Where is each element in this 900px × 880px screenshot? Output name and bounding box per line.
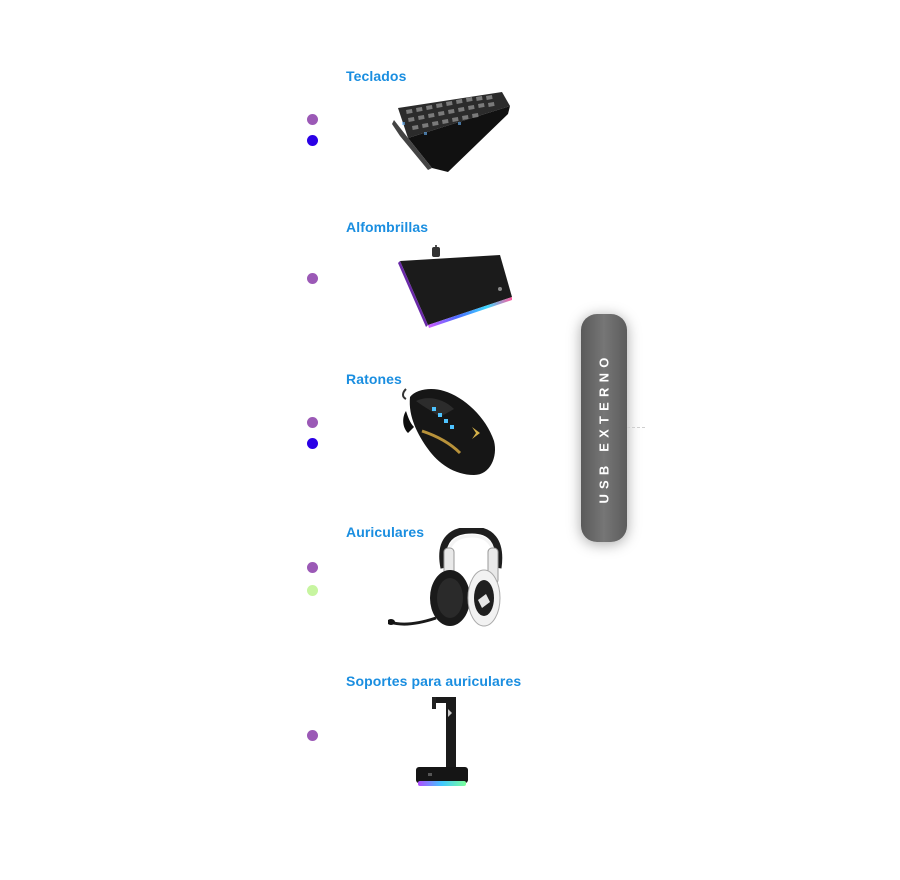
mouse-image (388, 387, 508, 479)
category-title[interactable]: Soportes para auriculares (346, 673, 522, 689)
category-alfombrillas: Alfombrillas (300, 219, 580, 339)
category-title[interactable]: Teclados (346, 68, 407, 84)
usb-externo-label: USB EXTERNO (596, 352, 612, 504)
category-teclados: Teclados (300, 68, 580, 188)
category-title[interactable]: Ratones (346, 371, 402, 387)
connector-line (627, 427, 645, 428)
category-auriculares: Auriculares (300, 524, 580, 644)
category-title[interactable]: Auriculares (346, 524, 425, 540)
usb-externo-connection[interactable]: USB EXTERNO (581, 314, 627, 542)
indicator-dot[interactable] (307, 135, 318, 146)
category-ratones: Ratones (300, 371, 580, 491)
indicator-dot[interactable] (307, 273, 318, 284)
indicator-dot[interactable] (307, 585, 318, 596)
indicator-dot[interactable] (307, 114, 318, 125)
headset-stand-image (388, 693, 468, 797)
indicator-dot[interactable] (307, 562, 318, 573)
category-title[interactable]: Alfombrillas (346, 219, 429, 235)
keyboard-image (388, 92, 518, 176)
mousepad-image (388, 245, 518, 329)
category-soportes: Soportes para auriculares (300, 673, 580, 803)
headset-image (388, 528, 518, 632)
indicator-dot[interactable] (307, 730, 318, 741)
indicator-dot[interactable] (307, 438, 318, 449)
indicator-dot[interactable] (307, 417, 318, 428)
